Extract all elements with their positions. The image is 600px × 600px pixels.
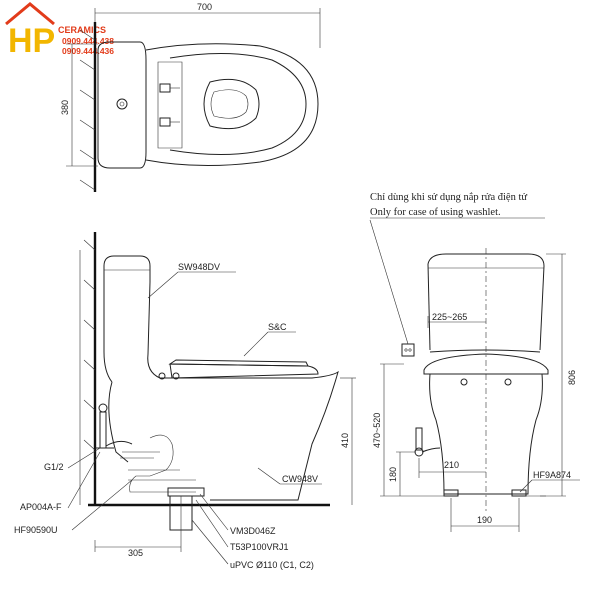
label-bolt: HF9A874 [533,470,571,480]
dim-valve-offset: 210 [444,460,459,470]
label-tank: SW948DV [178,262,220,272]
dim-inlet-range: 225~265 [432,312,467,322]
flush-button-icon [116,98,128,110]
label-valve: G1/2 [44,462,64,472]
front-view: Chỉ dùng khi sử dụng nắp rửa điện tử Onl… [369,192,580,532]
power-socket-icon [401,343,415,357]
top-view: 700 380 [60,2,321,192]
logo-mark: HP [8,22,55,60]
dim-outlet-height: 180 [388,467,398,482]
dim-base-width: 190 [477,515,492,525]
brand-logo: HP CERAMICS 0909.444.438 0909.444.436 [5,2,114,60]
logo-phone-1: 0909.444.438 [62,36,114,46]
dim-top-depth: 380 [60,100,70,115]
logo-brand: CERAMICS [58,25,106,35]
house-roof-icon [5,2,55,26]
logo-phone-2: 0909.444.436 [62,46,114,56]
label-hose: AP004A-F [20,502,62,512]
label-seat: S&C [268,322,287,332]
dim-seat-height: 410 [340,433,350,448]
dim-rough-in: 305 [128,548,143,558]
label-body: CW948V [282,474,318,484]
label-flange-2: T53P100VRJ1 [230,542,289,552]
dim-total-height: 806 [567,370,577,385]
note-vi: Chỉ dùng khi sử dụng nắp rửa điện tử [370,192,527,203]
label-trap: HF90590U [14,525,58,535]
note-en: Only for case of using washlet. [370,207,501,218]
label-pipe: uPVC Ø110 (C1, C2) [230,560,314,570]
dim-top-width: 700 [197,2,212,12]
dim-inlet-height: 470~520 [372,413,382,448]
label-flange-1: VM3D046Z [230,526,276,536]
side-view: 410 305 SW948DV S&C CW948V G1/2 AP004A-F… [14,232,356,570]
